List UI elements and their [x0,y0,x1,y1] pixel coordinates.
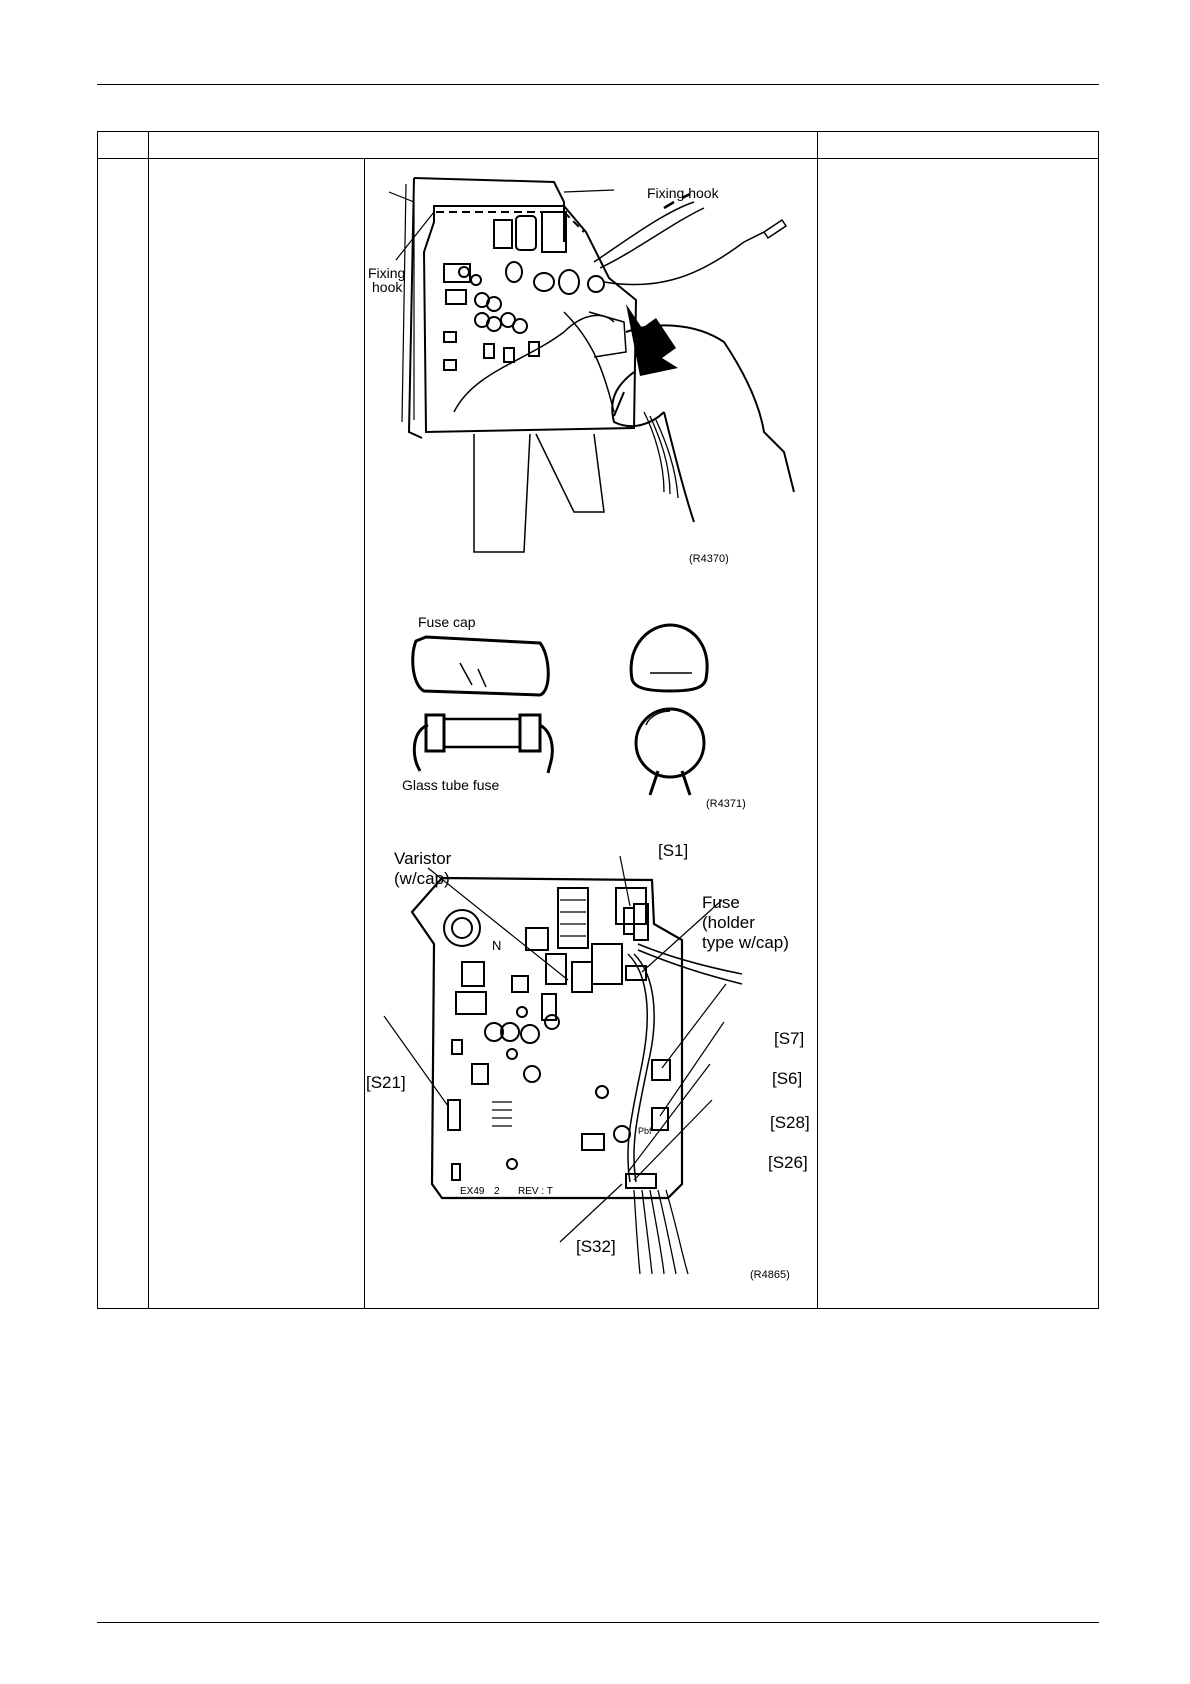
connector-s1 [624,908,634,934]
label-s26: [S26] [768,1153,808,1172]
connector-s6 [652,1108,668,1130]
label-s28: [S28] [770,1113,810,1132]
label-varistor-2: (w/cap) [394,869,450,888]
label-fuse-2: (holder [702,913,755,932]
board-text-rev: REV : T [518,1186,553,1197]
label-fuse-3: type w/cap) [702,933,789,952]
label-s6: [S6] [772,1069,802,1088]
table-header-divider [98,158,1098,159]
varistor-disk-shape [636,709,704,777]
header-rule [97,84,1099,85]
glass-tube-fuse-shape [444,719,520,747]
label-fuse-cap: Fuse cap [418,615,476,630]
footer-rule [97,1622,1099,1623]
fuse-cap-shape [413,637,549,695]
figure-pcb-removal: Fixing hook Fixing hook (R4370) [364,172,820,572]
label-fixing-hook-top: Fixing hook [647,185,720,201]
board-text-ex: EX49 [460,1186,485,1197]
label-s7: [S7] [774,1029,804,1048]
label-glass-tube-fuse: Glass tube fuse [402,777,499,793]
varistor-cap-shape [631,625,707,691]
label-varistor-1: Varistor [394,849,452,868]
connector-s5 [452,1040,462,1054]
connector-s7 [652,1060,670,1080]
fuse-holder [626,966,646,980]
ref-r4370: (R4370) [689,553,729,565]
label-s1: [S1] [658,844,688,860]
ref-r4865: (R4865) [750,1269,790,1281]
connector-s21 [448,1100,460,1130]
board-text-2: 2 [494,1186,500,1197]
label-fuse-1: Fuse [702,893,740,912]
ref-r4371: (R4371) [706,798,746,810]
label-s32: [S32] [576,1237,616,1256]
table-col-divider-2-top [817,132,818,158]
label-s21: [S21] [366,1073,406,1092]
label-fixing-hook-left-2: hook [372,279,403,295]
board-text-pbf: Pbf [638,1126,652,1136]
push-arrow-icon [626,304,678,376]
board-text-n: N [492,938,501,953]
table-col-divider-1 [148,132,149,1308]
figure-pcb-connectors: N EX49 2 REV : T Pbf Varistor (w/cap) [S… [362,844,822,1284]
figure-fuse-components: Fuse cap Glass tube fuse (R4371) [400,615,800,815]
